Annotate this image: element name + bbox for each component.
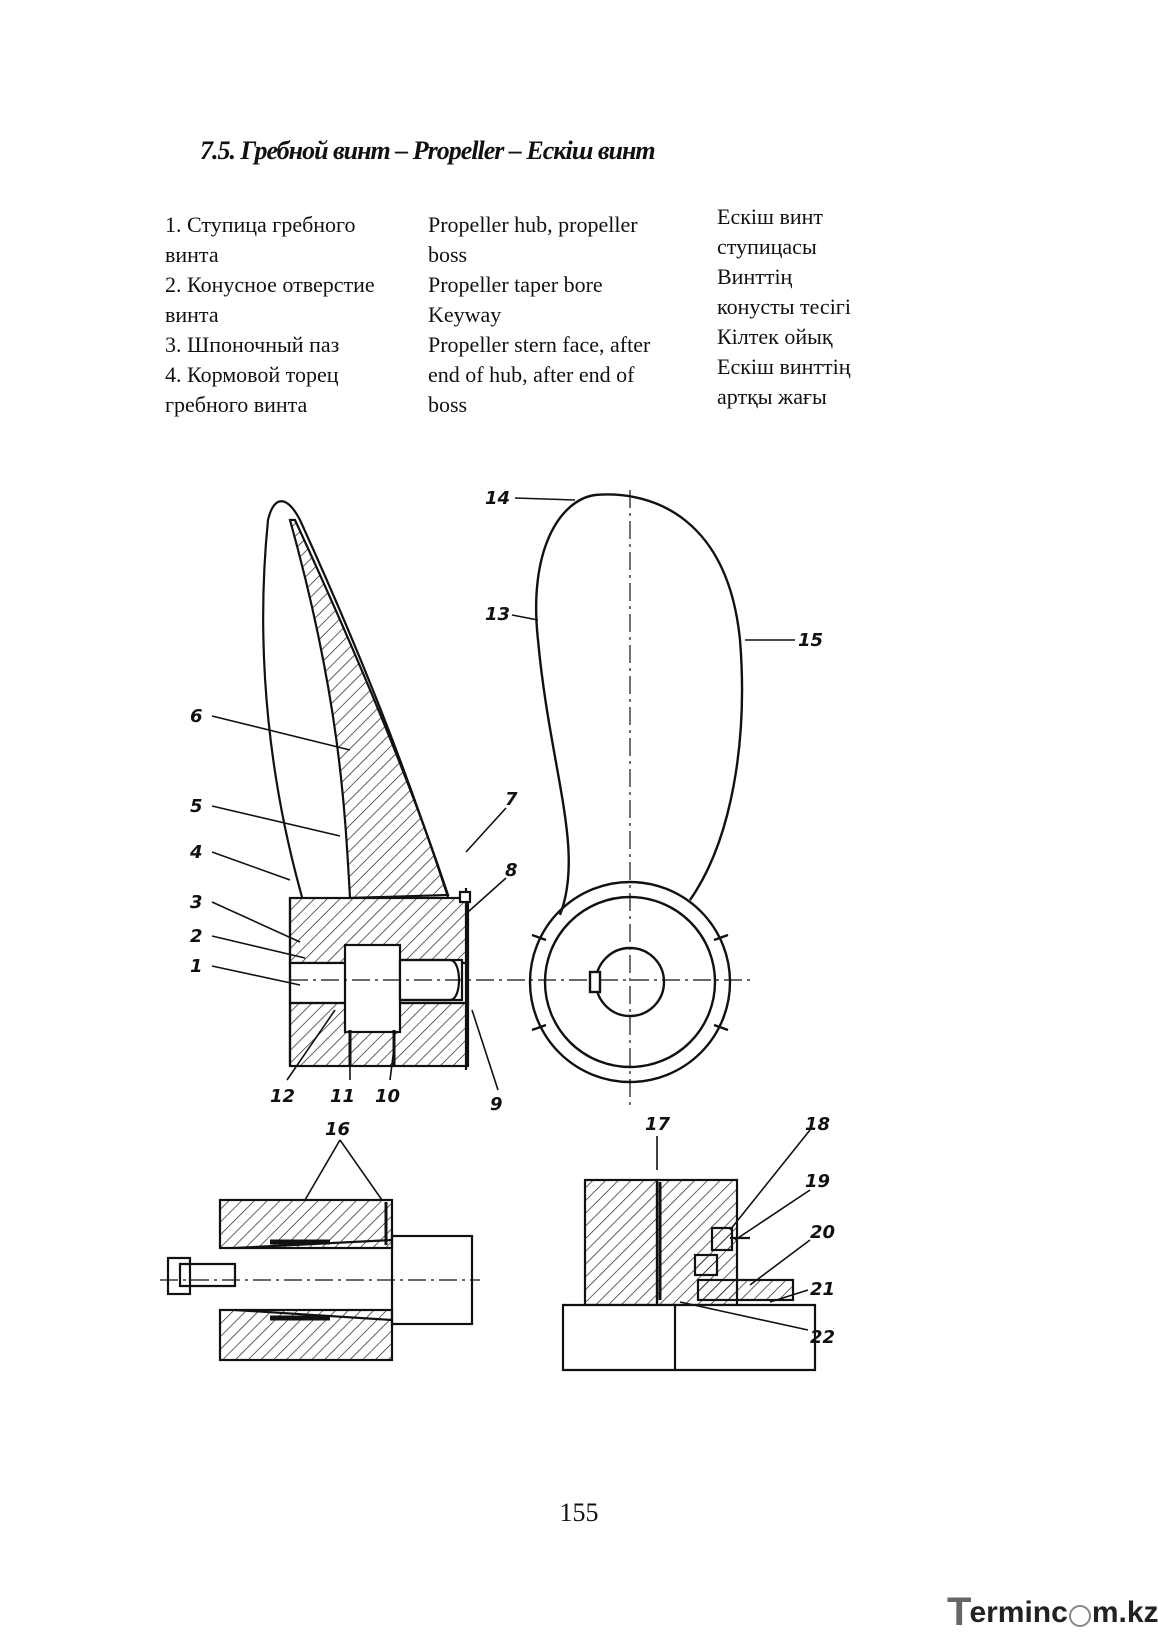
hub-fit-detail bbox=[160, 1198, 480, 1362]
english-terms-column: Propeller hub, propeller boss Propeller … bbox=[428, 210, 713, 420]
term-line: 4. Кормовой торец bbox=[165, 362, 339, 387]
figure-label: 21 bbox=[810, 1279, 835, 1300]
term-line: 3. Шпоночный паз bbox=[165, 332, 340, 357]
term-line: boss bbox=[428, 392, 468, 417]
figure-label: 10 bbox=[375, 1086, 400, 1107]
figure-label: 22 bbox=[810, 1327, 835, 1348]
figure-label: 3 bbox=[190, 892, 203, 913]
term-line: Propeller hub, propeller bbox=[428, 212, 638, 237]
magnifier-icon bbox=[1068, 1604, 1091, 1627]
watermark-text-start: erminc bbox=[969, 1595, 1068, 1629]
term-line: 2. Конусное отверстие bbox=[165, 272, 375, 297]
term-line: Propeller stern face, after bbox=[428, 332, 651, 357]
watermark-text-end: m.kz bbox=[1091, 1595, 1158, 1629]
term-line: конусты тесiгi bbox=[717, 294, 851, 319]
figure-label: 8 bbox=[505, 860, 518, 881]
term-line: Кiлтек ойық bbox=[717, 324, 833, 349]
blade-outline-view bbox=[528, 490, 744, 1110]
figure-label: 13 bbox=[485, 604, 510, 625]
figure-label: 12 bbox=[270, 1086, 295, 1107]
term-line: Винттiң bbox=[717, 264, 793, 289]
figure-label: 1 bbox=[190, 956, 203, 977]
term-line: Keyway bbox=[428, 302, 502, 327]
term-line: Ескiш винт bbox=[717, 204, 823, 229]
term-line: артқы жағы bbox=[717, 384, 827, 409]
figure-label: 16 bbox=[325, 1119, 350, 1140]
term-line: винта bbox=[165, 242, 219, 267]
figure-label: 6 bbox=[190, 706, 203, 727]
figure-label: 19 bbox=[805, 1171, 830, 1192]
figure-label: 9 bbox=[490, 1094, 503, 1115]
terminco-watermark: T erminc m.kz bbox=[947, 1590, 1158, 1635]
kazakh-terms-column: Ескiш винт ступицасы Винттiң конусты тес… bbox=[717, 202, 917, 412]
seal-detail bbox=[561, 1178, 817, 1372]
figure-label: 2 bbox=[190, 926, 203, 947]
watermark-letter: T bbox=[947, 1590, 972, 1634]
propeller-technical-drawing: 6 5 4 3 2 1 7 8 9 10 11 12 13 14 15 16 1… bbox=[160, 490, 835, 1372]
term-line: boss bbox=[428, 242, 468, 267]
term-line: end of hub, after end of bbox=[428, 362, 635, 387]
figure-label: 18 bbox=[805, 1114, 830, 1135]
figure-label: 11 bbox=[330, 1086, 355, 1107]
figure-label: 7 bbox=[505, 789, 518, 810]
figure-label: 20 bbox=[810, 1222, 835, 1243]
blade-section-view bbox=[262, 500, 750, 1070]
page-number: 155 bbox=[559, 1498, 599, 1527]
figure-label: 14 bbox=[485, 490, 510, 509]
figure-label: 17 bbox=[645, 1114, 671, 1135]
section-heading: 7.5. Гребной винт – Propeller – Ескiш ви… bbox=[200, 136, 656, 165]
term-line: винта bbox=[165, 302, 219, 327]
term-line: Propeller taper bore bbox=[428, 272, 603, 297]
leader-lines bbox=[211, 497, 811, 1331]
figure-label: 4 bbox=[189, 842, 203, 863]
figure-label: 5 bbox=[190, 796, 203, 817]
term-line: гребного винта bbox=[165, 392, 308, 417]
term-line: Ескiш винттiң bbox=[717, 354, 851, 379]
term-line: 1. Ступица гребного bbox=[165, 212, 356, 237]
term-line: ступицасы bbox=[717, 234, 817, 259]
russian-terms-column: 1. Ступица гребного винта 2. Конусное от… bbox=[165, 210, 420, 420]
figure-label: 15 bbox=[798, 630, 823, 651]
